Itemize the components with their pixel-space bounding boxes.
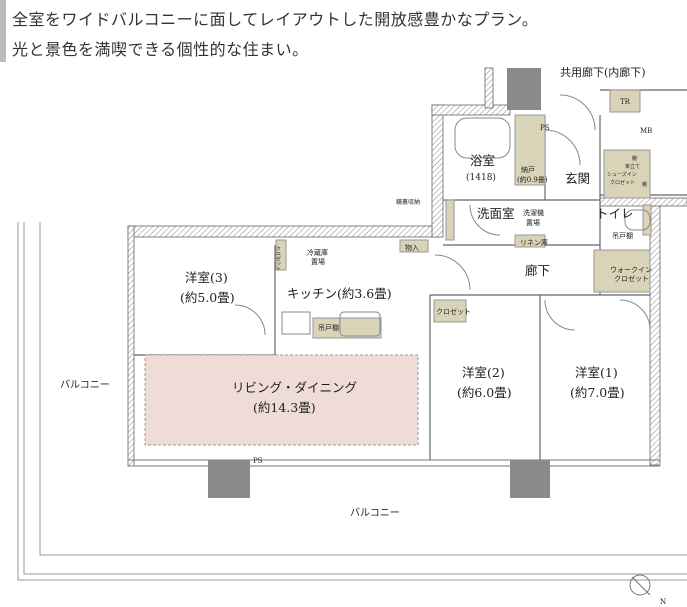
- header-line-1: 全室をワイドバルコニーに面してレイアウトした開放感豊かなプラン。: [12, 10, 539, 29]
- label-western-1-size: (約7.0畳): [570, 385, 625, 400]
- label-entrance: 玄関: [565, 171, 590, 186]
- label-closet-storage: 物入: [405, 243, 419, 252]
- label-shoe-closet-2: クロゼット: [610, 179, 635, 186]
- label-toilet: トイレ: [596, 206, 634, 221]
- label-ps-bottom: PS: [253, 457, 263, 465]
- storage-areas: [275, 89, 652, 339]
- label-shelf-2: 棚: [642, 181, 647, 188]
- label-living: リビング・ダイニング: [232, 380, 357, 395]
- label-corridor: 廊下: [525, 263, 550, 278]
- label-balcony-bottom: バルコニー: [350, 507, 400, 519]
- column-left: [208, 460, 250, 498]
- label-bath: 浴室: [470, 153, 495, 168]
- walls: [127, 67, 687, 467]
- bathtub-icon: [454, 117, 511, 159]
- column-top: [507, 68, 541, 110]
- label-north: N: [660, 598, 666, 606]
- label-mb: MB: [640, 127, 652, 135]
- label-shoe-closet-1: シューズイン: [607, 171, 637, 178]
- living-area-fill: [144, 354, 419, 446]
- sink-icon: [339, 311, 381, 337]
- label-western-2-size: (約6.0畳): [457, 385, 512, 400]
- compass-needle: [631, 576, 651, 596]
- label-western-1: 洋室(1): [575, 365, 618, 380]
- label-attic-storage: 鏡裏収納: [396, 198, 420, 206]
- balcony-outline: [17, 222, 687, 581]
- label-tr: TR: [620, 98, 631, 106]
- label-kitchen-shelf: 吊戸棚: [318, 323, 339, 332]
- door-swings: [234, 94, 651, 336]
- label-closet-vertical: クロゼット: [275, 246, 281, 271]
- label-walkin-1: ウォークイン: [610, 266, 652, 274]
- label-toilet-shelf: 吊戸棚: [612, 231, 633, 240]
- window-line: [128, 459, 660, 467]
- column-right: [510, 460, 550, 498]
- label-walkin-2: クロゼット: [614, 274, 649, 283]
- label-fridge-2: 置場: [311, 257, 325, 266]
- label-western-3: 洋室(3): [185, 270, 228, 285]
- label-balcony-left: バルコニー: [60, 379, 110, 391]
- label-storage: 納戸: [521, 165, 535, 174]
- label-closet-2: クロゼット: [436, 307, 471, 316]
- header-accent-bar: [0, 0, 6, 62]
- label-western-3-size: (約5.0畳): [180, 290, 235, 305]
- label-common-corridor: 共用廊下(内廊下): [560, 65, 646, 79]
- label-storage-size: (約0.9畳): [517, 175, 548, 184]
- label-living-size: (約14.3畳): [253, 400, 316, 415]
- label-linen: リネン庫: [520, 238, 548, 247]
- header-line-2: 光と景色を満喫できる個性的な住まい。: [12, 40, 309, 59]
- compass-icon: [629, 574, 651, 596]
- label-umbrella: 傘立て: [625, 163, 640, 170]
- label-ps-top: PS: [540, 124, 550, 132]
- label-kitchen: キッチン(約3.6畳): [287, 286, 392, 301]
- label-washroom: 洗面室: [477, 206, 515, 221]
- label-laundry-1: 洗濯機: [523, 208, 544, 217]
- label-fridge-1: 冷蔵庫: [307, 248, 328, 257]
- label-bath-size: (1418): [466, 172, 496, 183]
- label-western-2: 洋室(2): [462, 365, 505, 380]
- stove-icon: [281, 311, 311, 335]
- toilet-icon: [624, 209, 651, 231]
- label-shelf-1: 棚: [632, 155, 637, 162]
- label-laundry-2: 置場: [526, 218, 540, 227]
